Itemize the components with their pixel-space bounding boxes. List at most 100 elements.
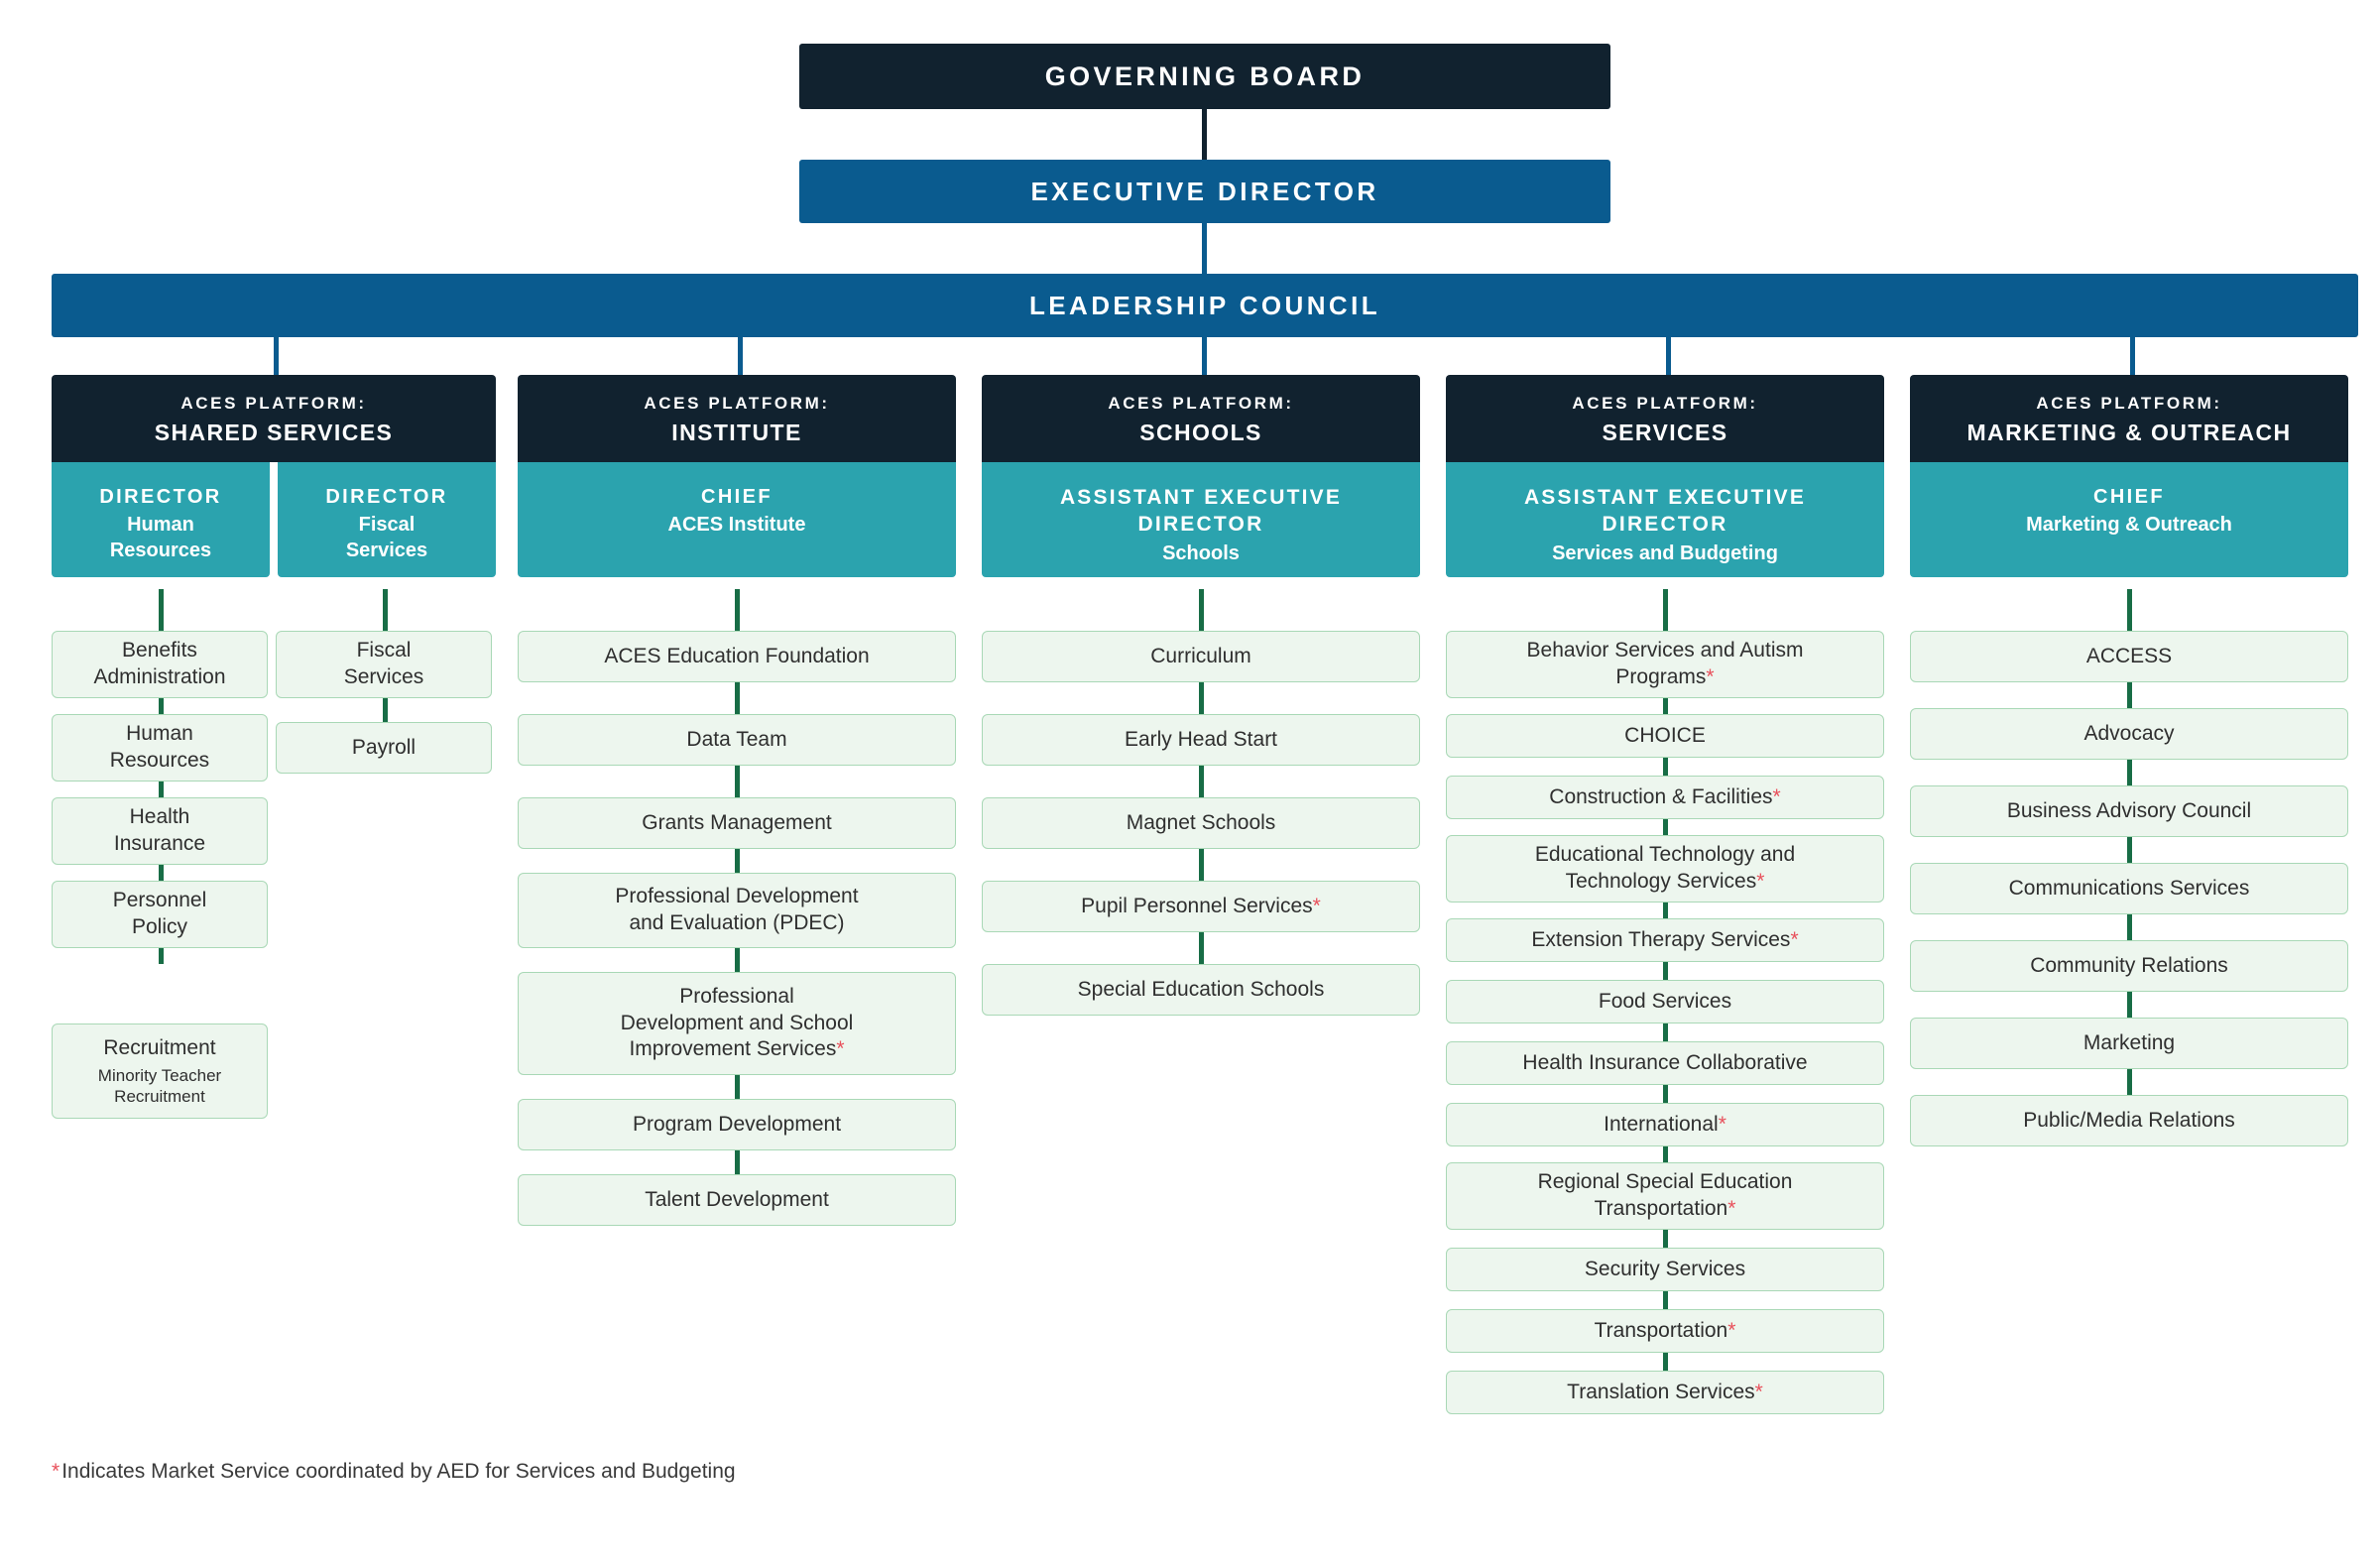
connector-inst-4 — [735, 948, 740, 972]
connector-schools-stem — [1199, 589, 1204, 631]
leaf-construction-facilities: Construction & Facilities* — [1446, 776, 1884, 819]
leaf-label: Business Advisory Council — [2006, 798, 2252, 822]
leaf-magnet-schools: Magnet Schools — [982, 797, 1420, 849]
connector-svc-5 — [1663, 962, 1668, 980]
leaf-payroll: Payroll — [276, 722, 492, 774]
platform-header-marketing-outreach: ACES PLATFORM: MARKETING & OUTREACH — [1910, 375, 2348, 462]
leaf-special-education-schools: Special Education Schools — [982, 964, 1420, 1016]
leaf-label: Recruitment — [103, 1035, 216, 1059]
connector-council-to-col-3 — [1202, 337, 1207, 375]
connector-svc-4 — [1663, 903, 1668, 918]
connector-sch-4 — [1199, 932, 1204, 964]
leaf-label: Food Services — [1598, 989, 1732, 1013]
leaf-label: Grants Management — [642, 810, 832, 834]
governing-board-box: GOVERNING BOARD — [799, 44, 1610, 109]
leaf-international: International* — [1446, 1103, 1884, 1146]
connector-mkt-5 — [2127, 992, 2132, 1018]
platform-name: MARKETING & OUTREACH — [1966, 419, 2292, 445]
connector-mkt-3 — [2127, 837, 2132, 863]
leaf-security-services: Security Services — [1446, 1248, 1884, 1291]
connector-hr-3 — [159, 865, 164, 881]
leaf-label: ACCESS — [2085, 644, 2173, 667]
connector-marketing-stem — [2127, 589, 2132, 631]
leaf-label: Public/Media Relations — [2023, 1108, 2235, 1132]
platform-header-services: ACES PLATFORM: SERVICES — [1446, 375, 1884, 462]
footnote-asterisk: * — [52, 1460, 60, 1483]
leaf-label: CHOICE — [1624, 723, 1706, 747]
leaf-talent-development: Talent Development — [518, 1174, 956, 1226]
leaf-choice: CHOICE — [1446, 714, 1884, 758]
leader-box-chief-aces-institute: CHIEF ACES Institute — [518, 461, 956, 577]
leaf-label: International* — [1604, 1112, 1726, 1136]
leaf-transportation: Transportation* — [1446, 1309, 1884, 1353]
connector-council-to-col-5 — [2130, 337, 2135, 375]
connector-inst-3 — [735, 849, 740, 873]
platform-header-schools: ACES PLATFORM: SCHOOLS — [982, 375, 1420, 462]
leader-role: CHIEF — [2093, 485, 2165, 508]
connector-sch-2 — [1199, 766, 1204, 797]
leader-role: DIRECTOR — [99, 485, 222, 508]
leaf-data-team: Data Team — [518, 714, 956, 766]
footnote-text: Indicates Market Service coordinated by … — [61, 1460, 736, 1483]
leaf-label: Transportation* — [1594, 1318, 1736, 1342]
platform-kicker: ACES PLATFORM: — [180, 394, 367, 413]
leaf-grants-management: Grants Management — [518, 797, 956, 849]
leader-sub: ACES Institute — [667, 513, 806, 536]
platform-kicker: ACES PLATFORM: — [1572, 394, 1758, 413]
platform-column-institute: ACES PLATFORM: INSTITUTE CHIEF ACES Inst… — [518, 375, 956, 577]
leaf-pupil-personnel-services: Pupil Personnel Services* — [982, 881, 1420, 932]
leaf-food-services: Food Services — [1446, 980, 1884, 1023]
leaf-label: Extension Therapy Services* — [1531, 927, 1799, 951]
platform-name: SHARED SERVICES — [154, 419, 394, 445]
leaf-label: Security Services — [1584, 1257, 1746, 1280]
platform-column-marketing-outreach: ACES PLATFORM: MARKETING & OUTREACH CHIE… — [1910, 375, 2348, 577]
leaf-curriculum: Curriculum — [982, 631, 1420, 682]
leaf-label: Communications Services — [2008, 876, 2250, 900]
leaf-label: Magnet Schools — [1126, 810, 1276, 834]
leaf-program-development: Program Development — [518, 1099, 956, 1150]
connector-svc-3 — [1663, 819, 1668, 835]
connector-mkt-6 — [2127, 1069, 2132, 1095]
leader-role: DIRECTOR — [325, 485, 448, 508]
platform-name: SERVICES — [1602, 419, 1728, 445]
platform-column-schools: ACES PLATFORM: SCHOOLS ASSISTANT EXECUTI… — [982, 375, 1420, 577]
leaf-label: Advocacy — [2083, 721, 2175, 745]
connector-svc-7 — [1663, 1085, 1668, 1103]
connector-svc-1 — [1663, 698, 1668, 714]
executive-director-box: EXECUTIVE DIRECTOR — [799, 160, 1610, 223]
connector-fiscal-1 — [383, 698, 388, 722]
leaf-label: ACES Education Foundation — [604, 644, 870, 667]
platform-kicker: ACES PLATFORM: — [644, 394, 830, 413]
connector-svc-10 — [1663, 1291, 1668, 1309]
leaf-label: Marketing — [2082, 1030, 2176, 1054]
connector-hr-2 — [159, 782, 164, 797]
leadership-council-box: LEADERSHIP COUNCIL — [52, 274, 2358, 337]
connector-council-to-col-1 — [274, 337, 279, 375]
leaf-label: Early Head Start — [1124, 727, 1278, 751]
platform-header-institute: ACES PLATFORM: INSTITUTE — [518, 375, 956, 462]
leaf-early-head-start: Early Head Start — [982, 714, 1420, 766]
connector-mkt-1 — [2127, 682, 2132, 708]
leaf-extension-therapy-services: Extension Therapy Services* — [1446, 918, 1884, 962]
platform-kicker: ACES PLATFORM: — [1108, 394, 1294, 413]
leaf-label: Data Team — [686, 727, 787, 751]
